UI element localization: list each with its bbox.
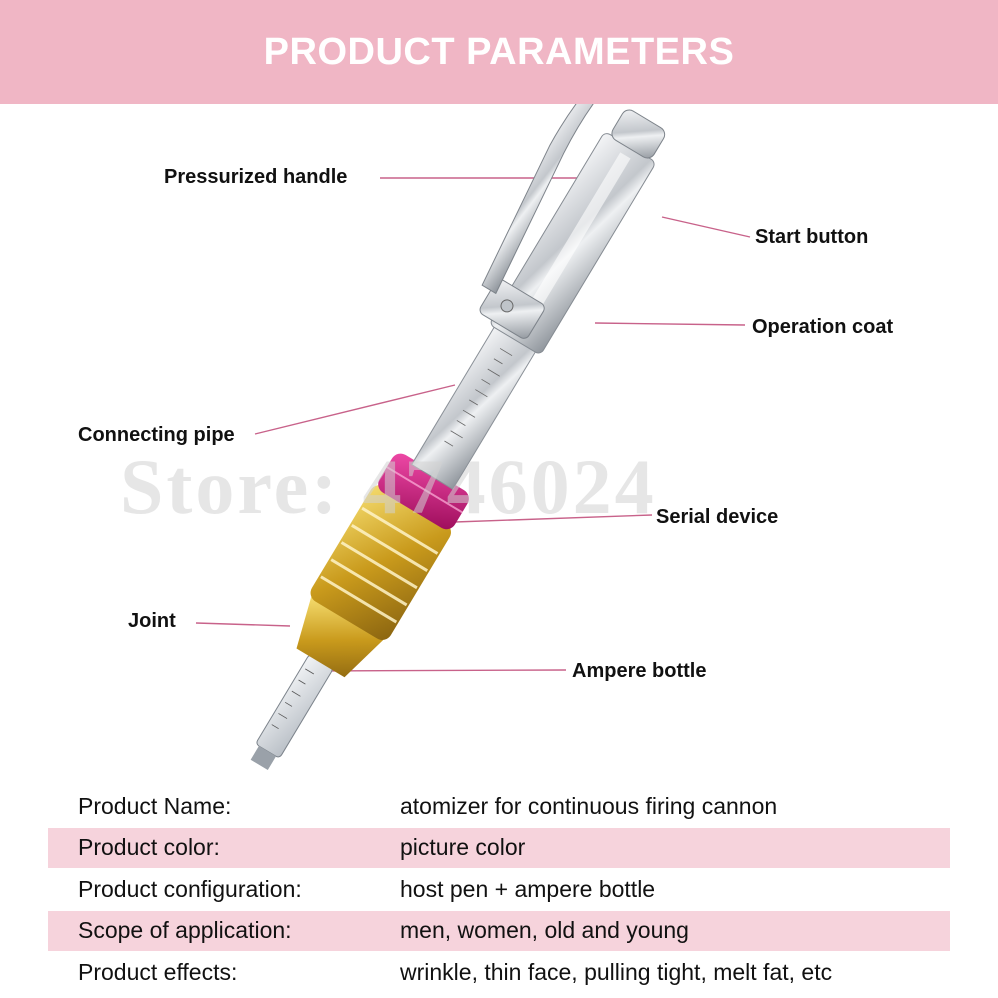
- label-operation-coat: Operation coat: [752, 316, 894, 338]
- spec-value: atomizer for continuous firing cannon: [400, 792, 778, 819]
- pen-body: [250, 104, 666, 771]
- spec-label: Product color:: [78, 834, 220, 860]
- leader-lines: [195, 177, 751, 672]
- spec-value: wrinkle, thin face, pulling tight, melt …: [400, 958, 833, 985]
- label-connecting-pipe: Connecting pipe: [78, 424, 235, 446]
- spec-label: Product configuration:: [78, 875, 302, 902]
- spec-row-scope-of-application: Scope of application: men, women, old an…: [48, 910, 950, 951]
- spec-label: Product effects:: [78, 958, 238, 985]
- spec-row-product-color: Product color: picture color: [48, 827, 950, 868]
- label-serial-device: Serial device: [656, 506, 779, 528]
- product-diagram: Store: 4746024 Pressurized handle Start …: [0, 104, 998, 780]
- spec-label: Product Name:: [78, 792, 232, 819]
- spec-row-product-effects: Product effects: wrinkle, thin face, pul…: [48, 952, 950, 992]
- spec-value: men, women, old and young: [400, 917, 689, 943]
- spec-row-product-name: Product Name: atomizer for continuous fi…: [48, 786, 950, 826]
- label-joint: Joint: [128, 610, 176, 632]
- header-banner: PRODUCT PARAMETERS: [0, 0, 998, 104]
- spec-row-product-configuration: Product configuration: host pen + ampere…: [48, 869, 950, 909]
- spec-table: Product Name: atomizer for continuous fi…: [48, 786, 950, 994]
- spec-label: Scope of application:: [78, 917, 292, 943]
- spec-value: host pen + ampere bottle: [400, 875, 656, 902]
- label-ampere-bottle: Ampere bottle: [572, 660, 707, 682]
- pen-illustration: [195, 104, 751, 771]
- label-pressurized-handle: Pressurized handle: [164, 166, 348, 188]
- page-title: PRODUCT PARAMETERS: [263, 30, 735, 73]
- spec-value: picture color: [400, 834, 526, 860]
- label-start-button: Start button: [755, 226, 869, 248]
